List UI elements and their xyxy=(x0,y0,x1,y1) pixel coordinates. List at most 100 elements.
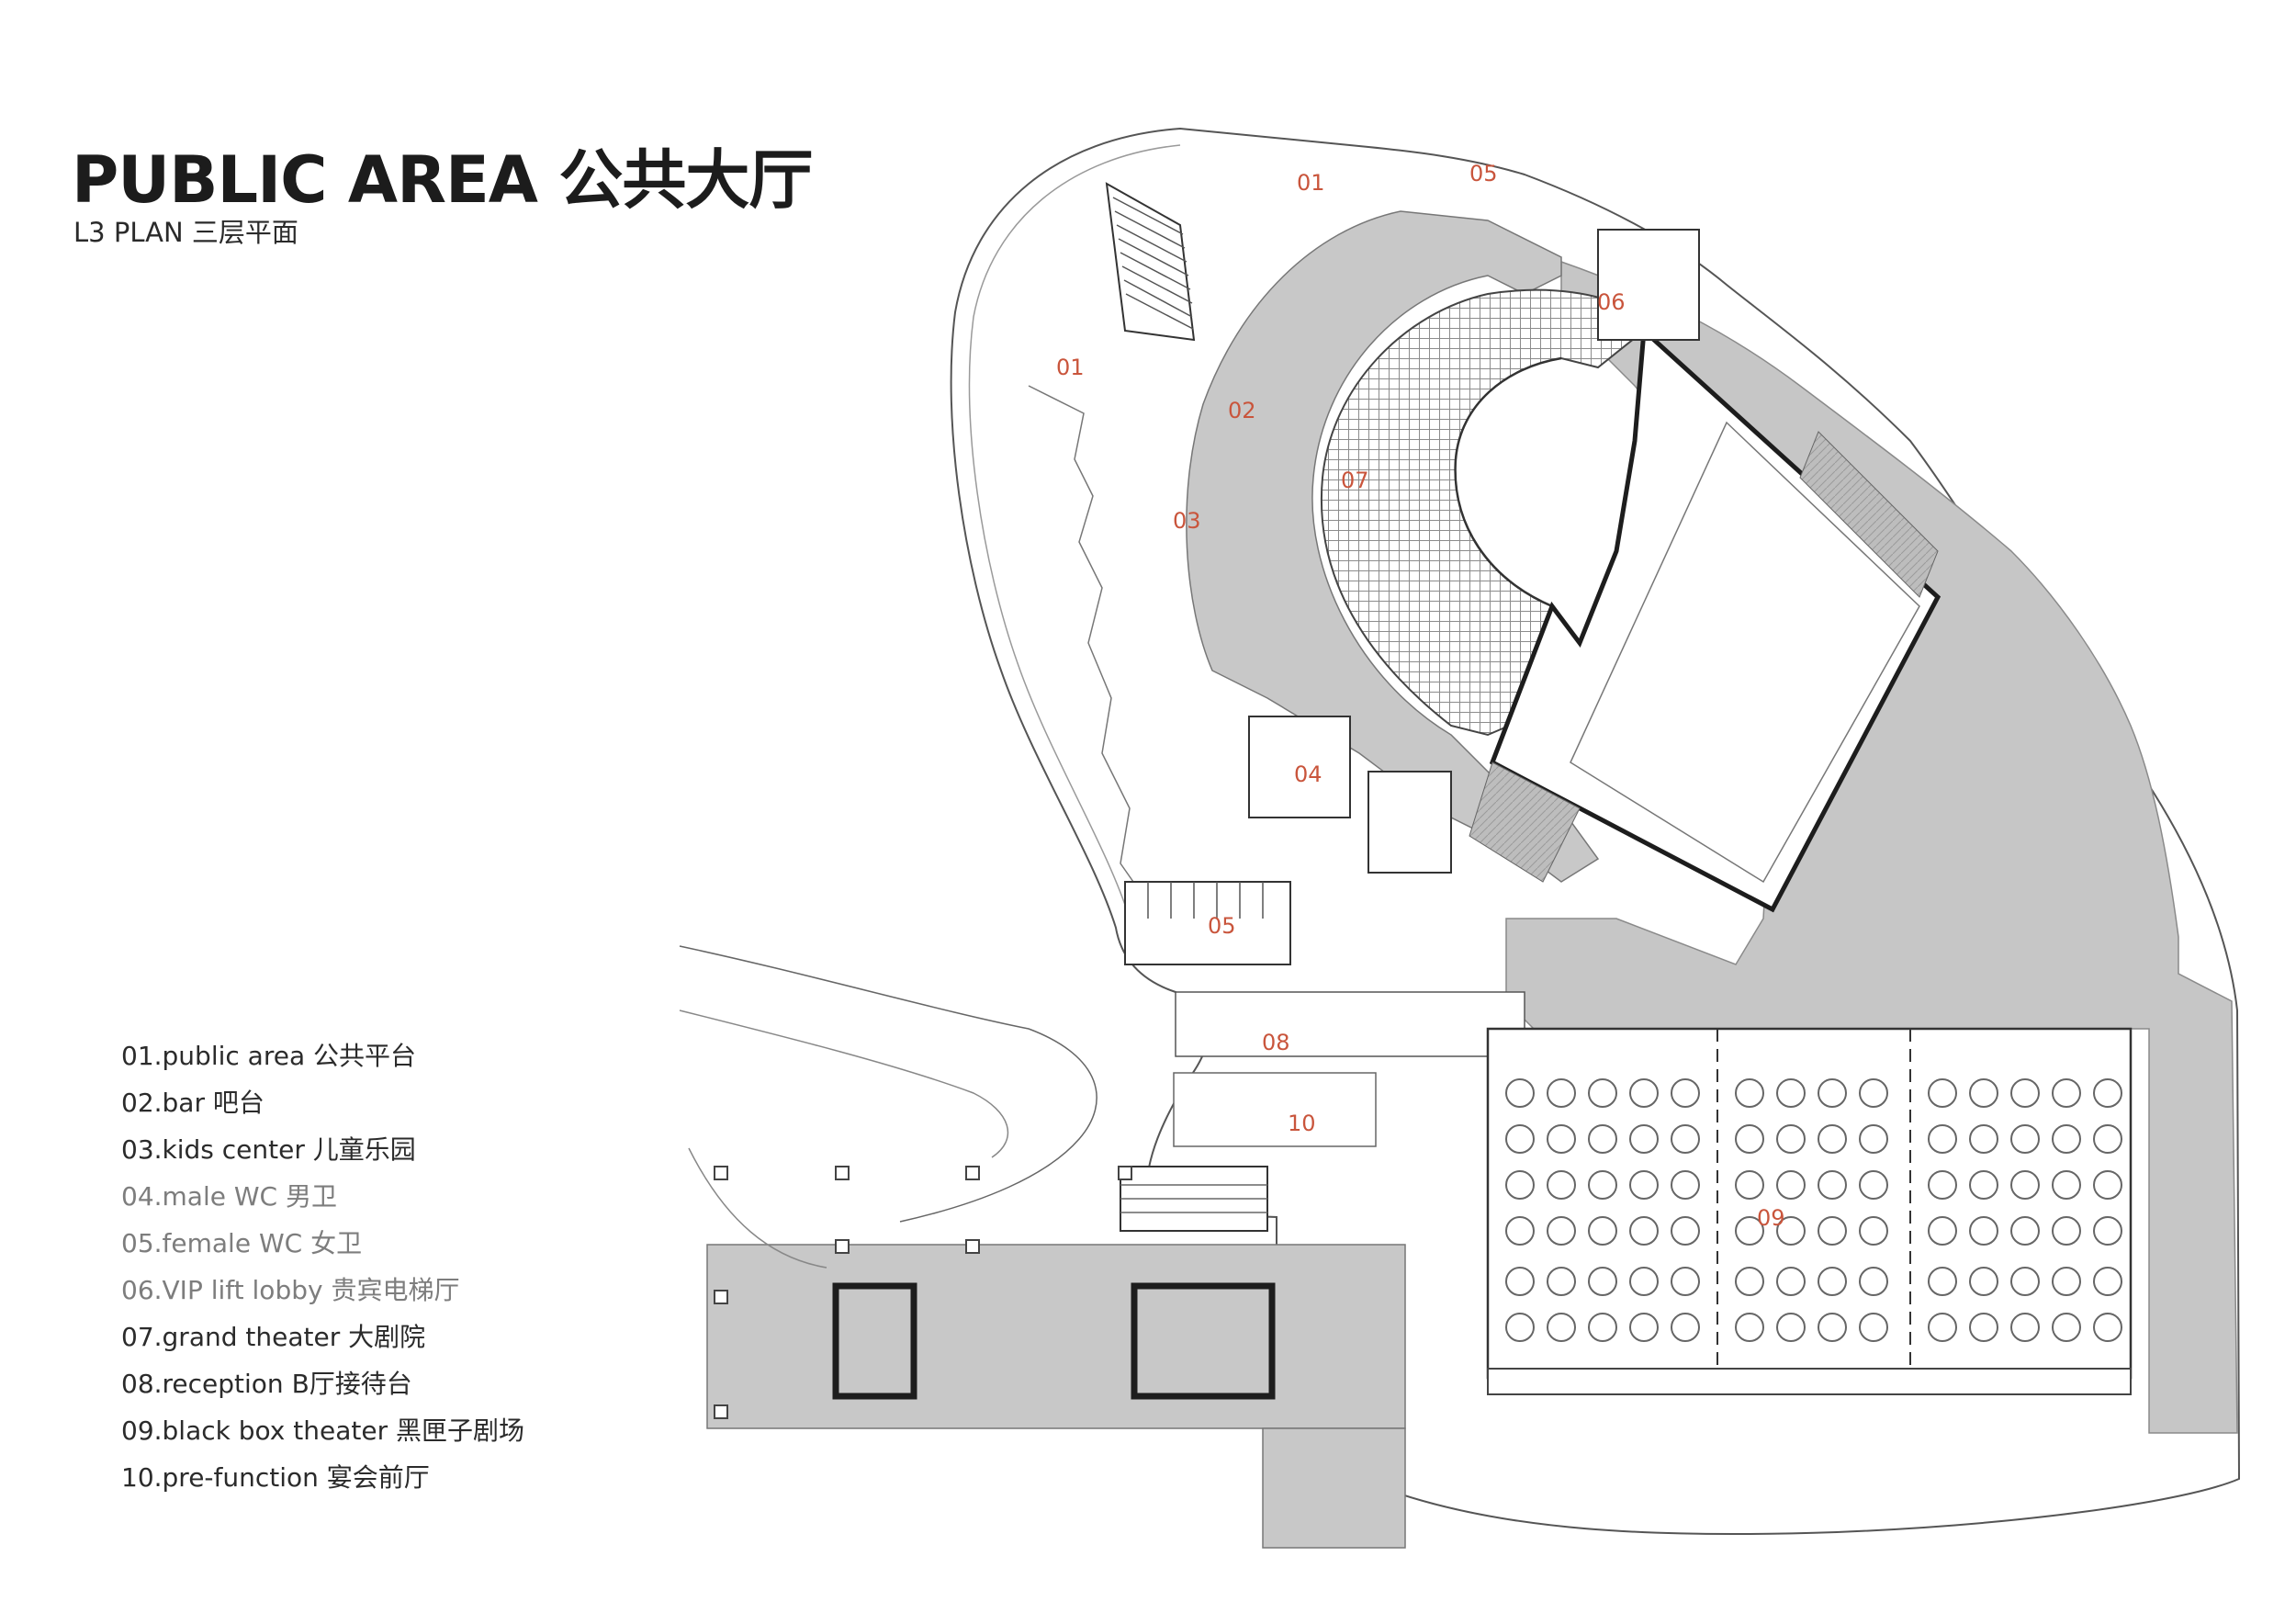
core-wall xyxy=(832,1282,917,1400)
banquet-table xyxy=(1969,1267,1998,1296)
banquet-table xyxy=(1588,1313,1617,1342)
area-label: 08 xyxy=(1262,1030,1290,1055)
page-subtitle: L3 PLAN 三层平面 xyxy=(73,217,298,248)
banquet-table xyxy=(1547,1313,1576,1342)
area-label: 07 xyxy=(1341,468,1369,493)
legend-item: 02.bar 吧台 xyxy=(121,1088,264,1118)
legend-item: 04.male WC 男卫 xyxy=(121,1181,338,1212)
banquet-table xyxy=(1859,1313,1888,1342)
banquet-table xyxy=(2052,1078,2081,1108)
banquet-table xyxy=(1776,1170,1806,1200)
columns xyxy=(714,1166,1132,1419)
banquet-table xyxy=(1629,1267,1659,1296)
area-label: 05 xyxy=(1208,913,1236,939)
area-labels: 01 01 02 03 04 05 05 06 07 08 09 10 xyxy=(1056,161,1785,1231)
banquet-table xyxy=(1505,1267,1535,1296)
legend-item: 08.reception B厅接待台 xyxy=(121,1369,412,1399)
area-label: 06 xyxy=(1597,289,1626,315)
stage-wing-hatch xyxy=(1469,761,1581,883)
banquet-table xyxy=(1735,1078,1764,1108)
banquet-table xyxy=(1629,1170,1659,1200)
lift-core xyxy=(1597,229,1700,341)
banquet-table xyxy=(2093,1267,2122,1296)
banquet-table xyxy=(2010,1313,2040,1342)
wc-partitions xyxy=(1147,882,1264,919)
lift-core xyxy=(1367,771,1452,874)
banquet-table xyxy=(2093,1313,2122,1342)
building-inner-edge xyxy=(968,144,1181,919)
legend-item: 03.kids center 儿童乐园 xyxy=(121,1134,416,1165)
banquet-table xyxy=(2052,1170,2081,1200)
banquet-table xyxy=(1818,1216,1847,1246)
banquet-table xyxy=(1818,1124,1847,1154)
area-label: 09 xyxy=(1757,1205,1785,1231)
banquet-table xyxy=(1818,1078,1847,1108)
banquet-table xyxy=(1547,1078,1576,1108)
banquet-table xyxy=(1776,1216,1806,1246)
banquet-table xyxy=(1818,1313,1847,1342)
banquet-table xyxy=(1735,1267,1764,1296)
legend-item: 10.pre-function 宴会前厅 xyxy=(121,1462,430,1493)
service-block-south xyxy=(706,1244,1406,1429)
area-label: 03 xyxy=(1173,508,1201,534)
wc-block xyxy=(1248,716,1351,818)
core-wall xyxy=(1131,1282,1276,1400)
banquet-table xyxy=(1859,1267,1888,1296)
area-label: 04 xyxy=(1294,761,1322,787)
banquet-table xyxy=(1588,1078,1617,1108)
banquet-table xyxy=(1671,1170,1700,1200)
banquet-table xyxy=(1859,1078,1888,1108)
banquet-table xyxy=(1671,1124,1700,1154)
banquet-table xyxy=(2010,1267,2040,1296)
banquet-table xyxy=(1671,1078,1700,1108)
banquet-table xyxy=(1859,1216,1888,1246)
banquet-table xyxy=(2093,1170,2122,1200)
page-title: PUBLIC AREA 公共大厅 xyxy=(72,142,813,218)
legend-item: 07.grand theater 大剧院 xyxy=(121,1322,426,1352)
banquet-table xyxy=(1505,1216,1535,1246)
banquet-table xyxy=(1969,1313,1998,1342)
banquet-table xyxy=(2010,1216,2040,1246)
banquet-table xyxy=(1505,1170,1535,1200)
banquet-table xyxy=(1969,1124,1998,1154)
banquet-table xyxy=(1547,1124,1576,1154)
banquet-table xyxy=(1735,1313,1764,1342)
prefunction-area xyxy=(1173,1072,1377,1147)
banquet-table xyxy=(2093,1078,2122,1108)
banquet-table xyxy=(1547,1216,1576,1246)
banquet-table xyxy=(1776,1078,1806,1108)
banquet-table xyxy=(1735,1170,1764,1200)
wc-block xyxy=(1124,881,1291,965)
banquet-table xyxy=(1928,1078,1957,1108)
hall-dividers xyxy=(1716,1029,1911,1378)
banquet-table xyxy=(1629,1124,1659,1154)
service-zone xyxy=(1505,260,2238,1434)
area-label: 10 xyxy=(1288,1111,1316,1136)
banquet-hall xyxy=(1486,1027,2133,1380)
banquet-table xyxy=(1928,1313,1957,1342)
banquet-table xyxy=(1928,1170,1957,1200)
banquet-table xyxy=(1588,1267,1617,1296)
banquet-table xyxy=(1776,1267,1806,1296)
area-label: 02 xyxy=(1228,398,1256,423)
hall-stage-strip xyxy=(1487,1368,2132,1395)
ramp-curve xyxy=(679,945,1097,1223)
reception-area xyxy=(1175,991,1525,1057)
banquet-table xyxy=(1969,1170,1998,1200)
banquet-table xyxy=(1671,1216,1700,1246)
banquet-table xyxy=(1969,1216,1998,1246)
banquet-table xyxy=(1588,1124,1617,1154)
banquet-table xyxy=(1776,1313,1806,1342)
banquet-table xyxy=(1547,1267,1576,1296)
legend-item: 05.female WC 女卫 xyxy=(121,1228,363,1258)
banquet-table xyxy=(1818,1267,1847,1296)
legend-item: 01.public area 公共平台 xyxy=(121,1041,417,1071)
stage-inner xyxy=(1570,421,1920,884)
banquet-table xyxy=(2010,1078,2040,1108)
area-label: 01 xyxy=(1056,355,1085,380)
banquet-tables xyxy=(1505,1078,2122,1342)
banquet-table xyxy=(1928,1267,1957,1296)
legend-item: 09.black box theater 黑匣子剧场 xyxy=(121,1415,524,1446)
banquet-table xyxy=(1505,1124,1535,1154)
stair-treads xyxy=(1112,197,1194,330)
